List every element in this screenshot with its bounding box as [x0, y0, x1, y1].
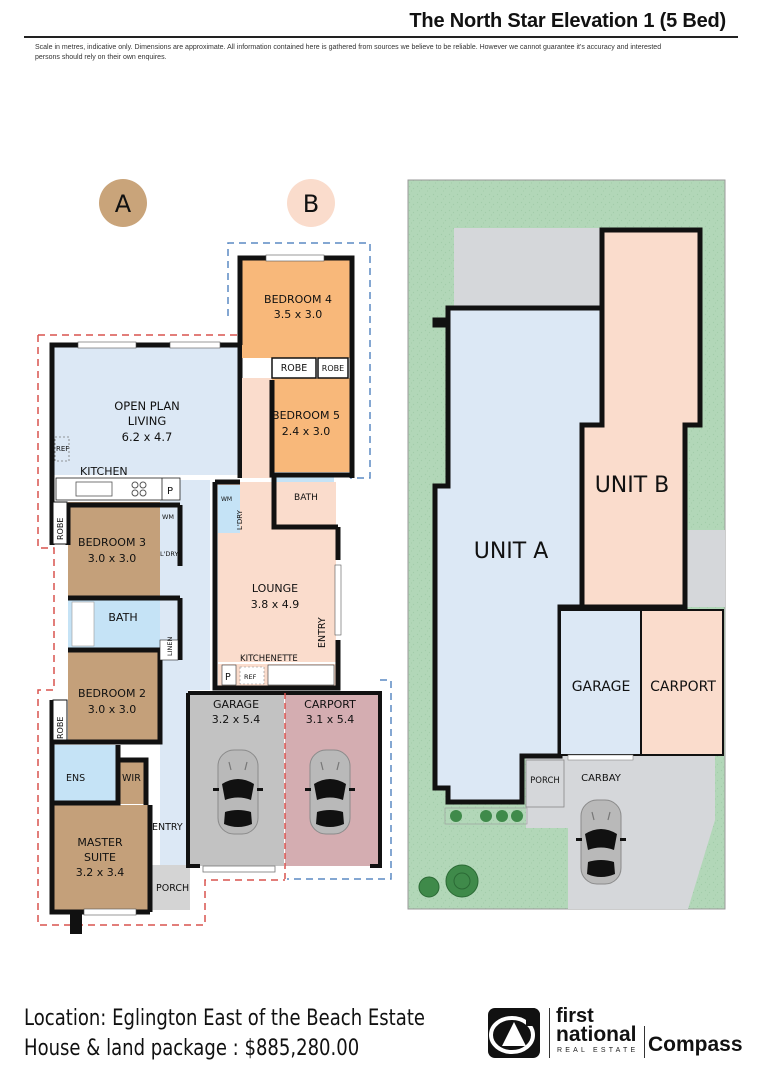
svg-text:MASTER: MASTER — [77, 836, 123, 849]
robe-label-bed5: ROBE — [322, 364, 344, 373]
svg-text:3.0 x 3.0: 3.0 x 3.0 — [88, 552, 137, 565]
room-carport: CARPORT 3.1 x 5.4 — [304, 698, 356, 726]
room-kitchen: KITCHEN — [80, 465, 128, 478]
pantry-label-b: P — [225, 672, 231, 683]
title-divider — [24, 36, 738, 38]
svg-text:BEDROOM 4: BEDROOM 4 — [264, 293, 332, 306]
logo-office-name: Compass — [648, 1033, 743, 1056]
svg-text:BEDROOM 5: BEDROOM 5 — [272, 409, 340, 422]
linen-label: LINEN — [166, 636, 174, 656]
svg-text:SUITE: SUITE — [84, 851, 116, 864]
unit-a-boundary — [37, 334, 285, 926]
logo-divider — [549, 1008, 550, 1058]
entry-label-b: ENTRY — [317, 617, 328, 648]
logo-national-text: national — [556, 1023, 637, 1046]
page-title: The North Star Elevation 1 (5 Bed) — [409, 10, 726, 32]
svg-text:OPEN PLAN: OPEN PLAN — [114, 399, 180, 413]
room-ensuite: ENS — [66, 773, 85, 784]
agency-logo: first national REAL ESTATE Compass — [488, 1006, 748, 1062]
unit-b-boundary — [227, 242, 392, 880]
svg-text:3.2 x 5.4: 3.2 x 5.4 — [212, 713, 261, 726]
location-text: Location: Eglington East of the Beach Es… — [24, 1006, 425, 1031]
room-bedroom-4: BEDROOM 4 3.5 x 3.0 — [264, 293, 332, 321]
svg-text:3.5 x 3.0: 3.5 x 3.0 — [274, 308, 323, 321]
svg-text:3.0 x 3.0: 3.0 x 3.0 — [88, 703, 137, 716]
entry-label-a: ENTRY — [152, 822, 183, 833]
kitchenette-label: KITCHENETTE — [240, 654, 298, 664]
room-wir: WIR — [122, 773, 141, 784]
svg-text:BEDROOM 2: BEDROOM 2 — [78, 687, 146, 700]
svg-text:LIVING: LIVING — [128, 414, 167, 428]
package-price-text: House & land package : $885,280.00 — [24, 1036, 360, 1061]
disclaimer-text: Scale in metres, indicative only. Dimens… — [35, 44, 662, 61]
svg-text:GARAGE: GARAGE — [213, 698, 259, 711]
room-bath-a: BATH — [108, 611, 137, 624]
svg-text:3.8 x 4.9: 3.8 x 4.9 — [251, 598, 300, 611]
room-open-plan-living: OPEN PLAN LIVING 6.2 x 4.7 — [114, 399, 180, 444]
svg-text:3.1 x 5.4: 3.1 x 5.4 — [306, 713, 355, 726]
logo-divider-2 — [644, 1026, 645, 1058]
laundry-label-b: L'DRY — [236, 509, 244, 530]
wm-label-a: WM — [162, 513, 174, 521]
svg-text:CARPORT: CARPORT — [304, 698, 356, 711]
laundry-label-a: L'DRY — [160, 550, 179, 558]
robe-label-bed2: ROBE — [56, 717, 65, 739]
fridge-label-b: REF — [244, 673, 257, 681]
site-plan — [407, 179, 726, 910]
wm-label-b: WM — [221, 496, 232, 503]
floor-and-site-plan: A B — [37, 179, 726, 934]
logo-first-text: first — [556, 1005, 594, 1027]
room-master-suite: MASTER SUITE 3.2 x 3.4 — [76, 836, 125, 879]
svg-text:B: B — [303, 190, 319, 218]
site-garage-label: GARAGE — [572, 679, 631, 695]
unit-b-badge: B — [287, 179, 335, 227]
room-lounge: LOUNGE 3.8 x 4.9 — [251, 582, 300, 611]
room-bedroom-3: BEDROOM 3 3.0 x 3.0 — [78, 536, 146, 565]
svg-text:LOUNGE: LOUNGE — [252, 582, 298, 595]
room-bedroom-5: BEDROOM 5 2.4 x 3.0 — [272, 409, 340, 438]
room-bedroom-2: BEDROOM 2 3.0 x 3.0 — [78, 687, 146, 716]
svg-text:6.2 x 4.7: 6.2 x 4.7 — [122, 430, 173, 444]
fridge-label: REF — [56, 445, 69, 453]
site-porch-label: PORCH — [530, 776, 560, 786]
logo-real-estate-text: REAL ESTATE — [557, 1047, 639, 1054]
svg-text:3.2 x 3.4: 3.2 x 3.4 — [76, 866, 125, 879]
svg-text:BEDROOM 3: BEDROOM 3 — [78, 536, 146, 549]
site-unit-a-label: UNIT A — [474, 539, 549, 564]
site-carport-label: CARPORT — [650, 679, 716, 695]
room-garage: GARAGE 3.2 x 5.4 — [212, 698, 261, 726]
svg-text:2.4 x 3.0: 2.4 x 3.0 — [282, 425, 331, 438]
robe-label-bed4: ROBE — [281, 363, 308, 374]
pantry-label: P — [167, 486, 173, 497]
listing-details: Location: Eglington East of the Beach Es… — [24, 1004, 425, 1064]
porch-label-a: PORCH — [156, 883, 189, 894]
site-unit-b-label: UNIT B — [595, 473, 670, 498]
site-carbay-label: CARBAY — [581, 773, 622, 784]
unit-a-badge: A — [99, 179, 147, 227]
first-national-emblem-icon — [488, 1008, 540, 1058]
robe-label-bed3: ROBE — [56, 518, 65, 540]
room-bath-b: BATH — [294, 493, 318, 503]
svg-text:A: A — [115, 190, 132, 218]
